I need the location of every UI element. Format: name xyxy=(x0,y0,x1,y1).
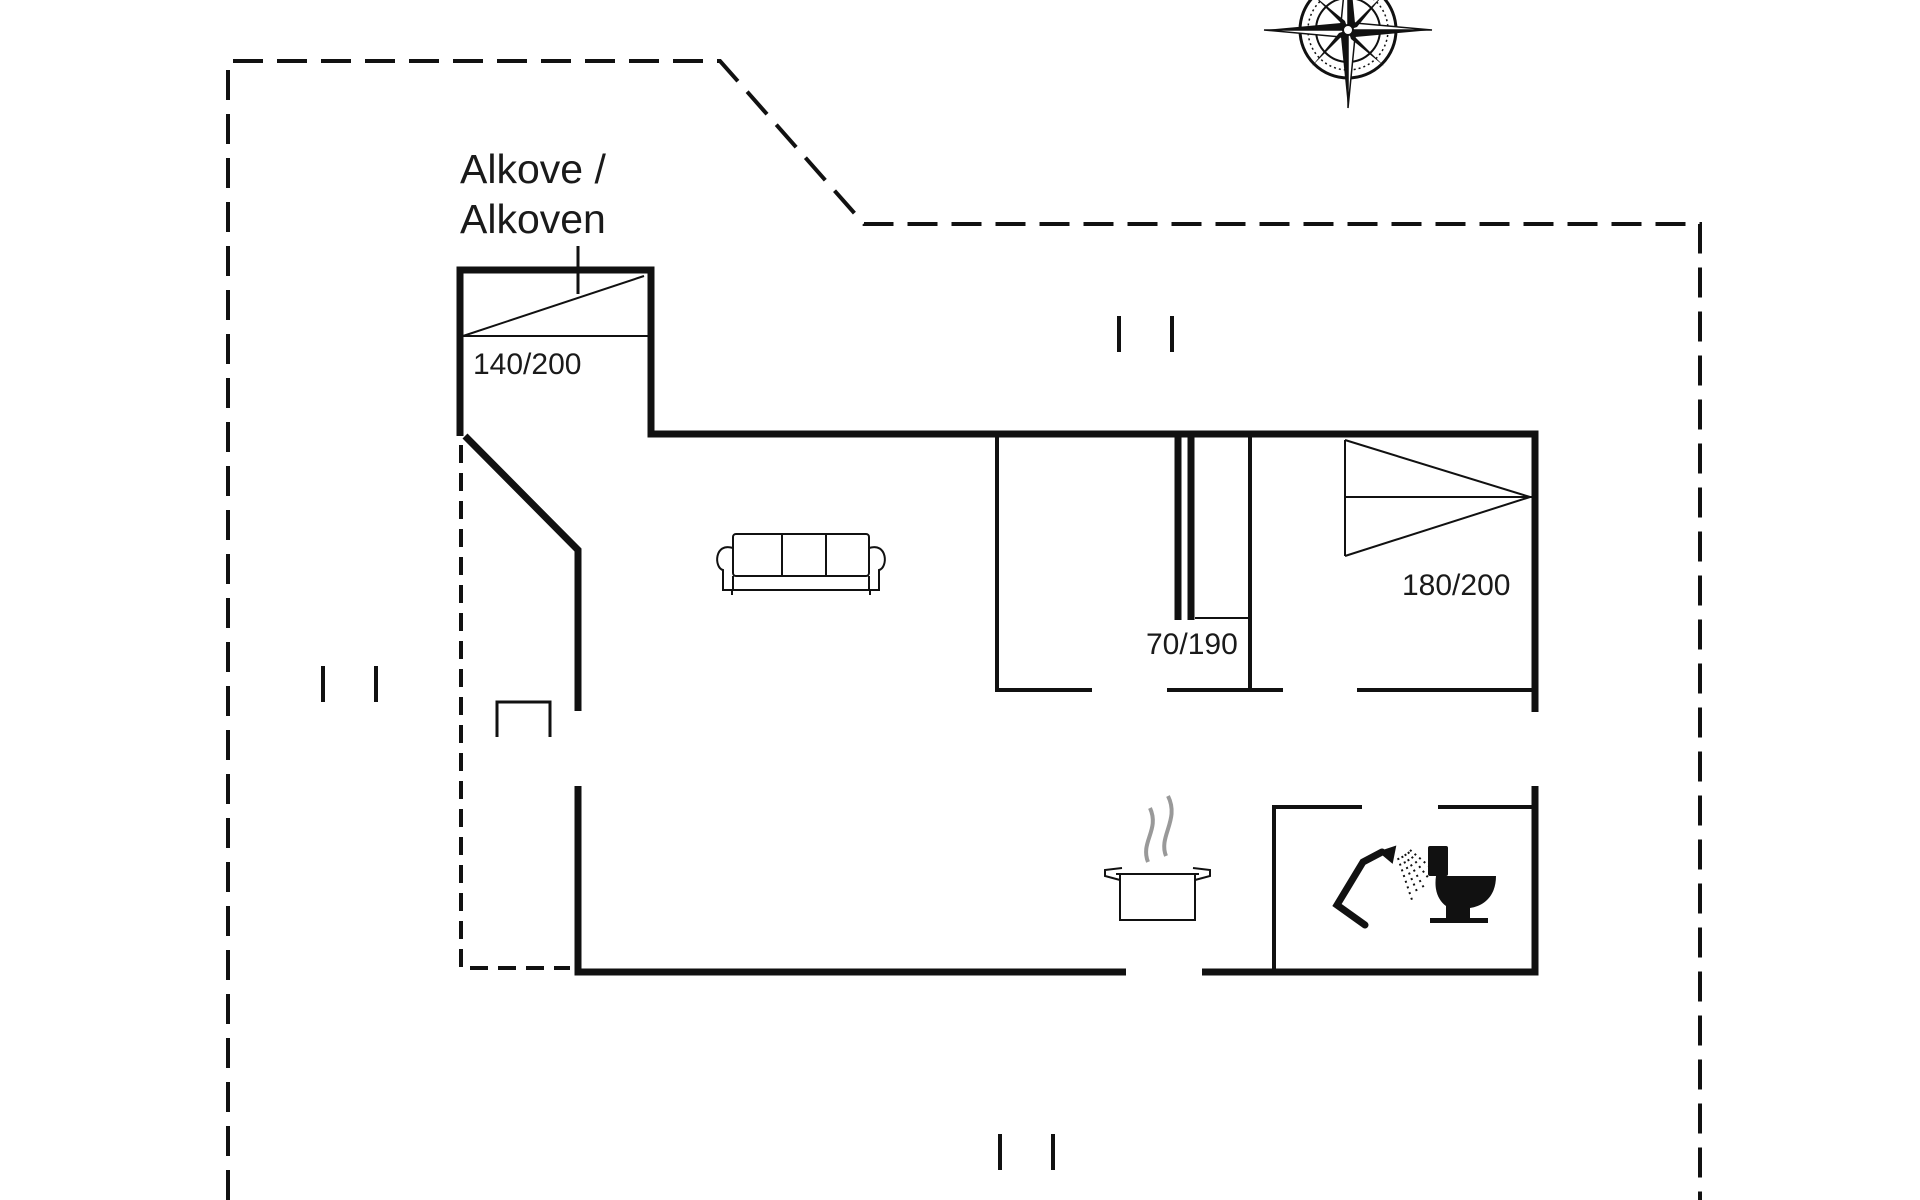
step-symbol xyxy=(495,700,552,737)
labels: Alkove / Alkoven 140/200 70/190 180/200 xyxy=(460,146,1510,661)
terrace-marks xyxy=(321,316,1174,1170)
sofa-icon xyxy=(716,533,886,595)
interior-walls xyxy=(995,437,1532,970)
toilet-icon xyxy=(1428,846,1496,923)
single-bed xyxy=(1174,437,1250,620)
compass-rose-icon xyxy=(1263,0,1433,109)
double-bed xyxy=(1344,439,1532,557)
exterior-walls xyxy=(456,266,1539,976)
shower-icon xyxy=(1332,845,1437,929)
veranda-dashed xyxy=(459,445,570,970)
cooking-pot-icon xyxy=(1104,795,1211,921)
alkove-bed xyxy=(462,275,649,337)
bed-size-alkove: 140/200 xyxy=(473,348,581,381)
alkove-label-line1: Alkove / xyxy=(460,146,606,192)
alkove-label-line2: Alkoven xyxy=(460,196,606,242)
bed-size-double: 180/200 xyxy=(1402,569,1510,602)
bed-size-single: 70/190 xyxy=(1146,628,1238,661)
terrace-outline xyxy=(226,59,1702,1200)
